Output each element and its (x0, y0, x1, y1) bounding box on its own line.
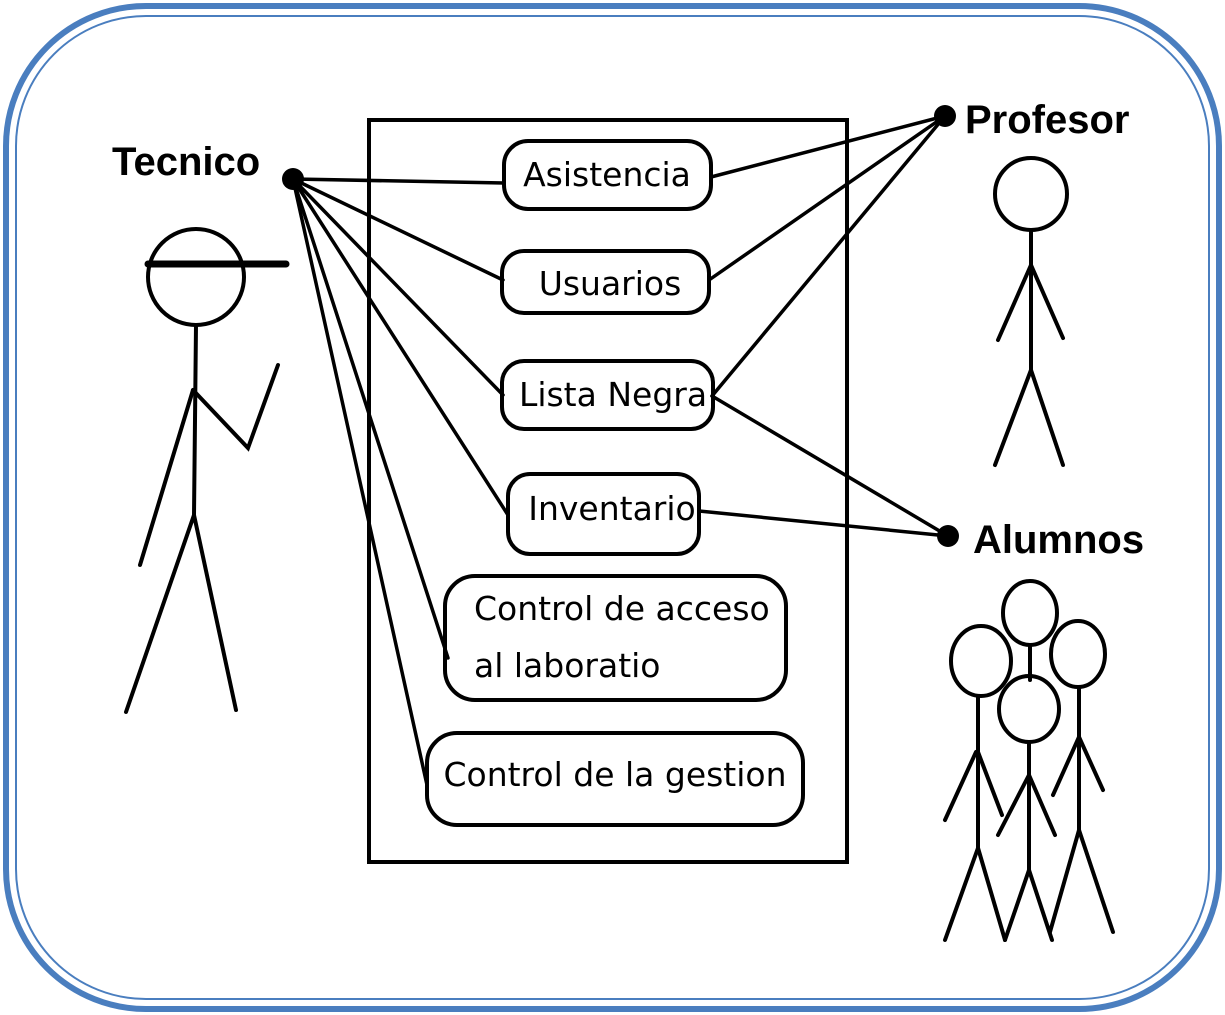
association-line-tecnico-asistencia (291, 177, 506, 185)
stick-figures-alumnos-icon (943, 579, 1115, 942)
use-case-usuarios[interactable]: Usuarios (500, 249, 711, 315)
use-case-asistencia[interactable]: Asistencia (502, 139, 713, 211)
association-line-tecnico-control-acceso (291, 177, 450, 660)
association-lines (291, 114, 950, 787)
actor-label-tecnico: Tecnico (112, 140, 260, 184)
association-line-tecnico-usuarios (291, 177, 505, 282)
use-case-control-acceso[interactable]: Control de acceso al laboratio (443, 574, 788, 702)
use-case-label: Usuarios (539, 264, 682, 303)
actor-alumnos[interactable]: Alumnos (937, 518, 1144, 942)
use-case-control-gestion[interactable]: Control de la gestion (425, 731, 805, 827)
use-case-label: Inventario (528, 489, 695, 528)
use-case-label-line-1: Control de acceso (474, 589, 770, 628)
association-line-profesor-asistencia (709, 114, 947, 179)
use-case-inventario[interactable]: Inventario (506, 472, 701, 556)
use-case-label: Asistencia (523, 155, 691, 194)
use-case-label: Control de la gestion (443, 755, 786, 794)
actor-anchor-dot (282, 168, 304, 190)
actor-tecnico[interactable]: Tecnico (112, 140, 304, 714)
association-line-alumnos-inventario (697, 509, 950, 538)
actor-label-profesor: Profesor (965, 98, 1130, 142)
association-line-tecnico-lista-negra (291, 177, 505, 397)
system-boundary (367, 118, 849, 864)
actor-anchor-dot (934, 105, 956, 127)
outer-frame-inner (15, 15, 1210, 1000)
association-line-profesor-usuarios (707, 114, 947, 282)
association-line-tecnico-control-gestion (291, 177, 429, 787)
use-case-label-line-2: al laboratio (474, 646, 661, 685)
use-case-label: Lista Negra (519, 375, 707, 414)
association-line-tecnico-inventario (291, 177, 510, 517)
association-line-profesor-lista-negra (710, 114, 947, 398)
use-case-lista-negra[interactable]: Lista Negra (500, 359, 715, 431)
actor-anchor-dot (937, 525, 959, 547)
association-line-alumnos-lista-negra (710, 394, 950, 538)
stick-figure-tecnico-icon (124, 227, 290, 714)
actor-profesor[interactable]: Profesor (934, 98, 1130, 467)
use-cases: Asistencia Usuarios Lista Negra Inventar… (425, 139, 805, 827)
actor-label-alumnos: Alumnos (973, 518, 1144, 562)
outer-frame (3, 3, 1222, 1012)
stick-figure-profesor-icon (993, 156, 1069, 467)
